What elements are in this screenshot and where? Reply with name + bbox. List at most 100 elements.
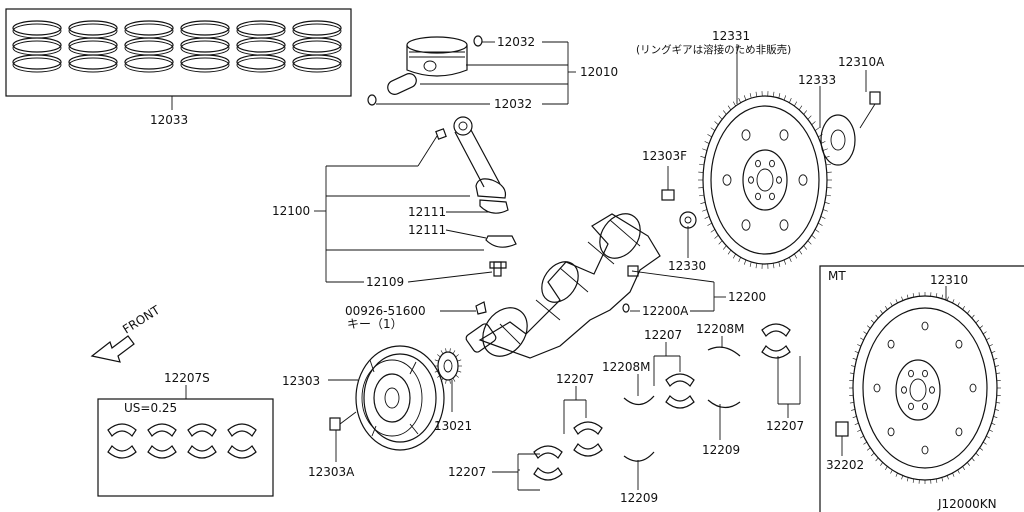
gear-tooth [863,331,867,335]
gear-tooth [957,302,960,307]
gear-tooth [794,101,798,107]
gear-tooth [901,296,904,301]
part-12200A-label: 12200A [642,304,689,318]
gear-tooth [738,98,741,103]
bearing-shell-upper [147,423,177,437]
part-12207-d-label: 12207 [448,465,486,479]
bolt-hole [955,427,963,437]
gear-tooth [994,409,999,411]
gear-tooth [749,93,752,99]
gear-tooth [824,202,830,204]
bolt-hole [741,129,751,141]
bearing-shell-upper [761,323,791,337]
part-12331-label: 12331 [712,29,750,43]
part-32202-label: 32202 [826,458,864,472]
gear-tooth [707,222,712,226]
bolt-hole [887,339,895,349]
gear-tooth [952,299,955,304]
mt-flywheel [849,292,1001,484]
gear-tooth [885,466,888,471]
part-12010-label: 12010 [580,65,618,79]
piston-ring [292,20,342,36]
piston-ring-edge [12,57,62,73]
crankshaft [465,213,661,359]
bearing-shell-lower [147,445,177,459]
gear-tooth [783,259,786,265]
piston-ring [124,37,174,53]
gear-tooth [718,240,723,245]
bolt-hole [922,369,928,378]
piston-ring-edge [12,23,62,39]
gear-tooth [895,299,898,304]
part-12207-c-label: 12207 [766,419,804,433]
gear-tooth [993,416,998,418]
gear-tooth [906,477,909,482]
part-12109-label: 12109 [366,275,404,289]
bolt-hole [955,339,963,349]
piston-ring-edge [180,40,230,56]
gear-tooth [440,377,444,382]
gear-tooth [710,127,716,131]
piston-ring [180,54,230,70]
diagram-code: J12000KN [937,497,997,511]
gear-tooth [935,478,938,483]
gear-tooth [744,259,747,265]
conrod-leaders [314,135,493,283]
bearing-shell-upper [187,423,217,437]
gear-tooth [700,202,706,204]
gear-tooth [860,435,864,439]
gear-tooth [707,134,712,138]
gear-tooth [811,121,816,125]
gear-tooth [457,359,462,362]
gear-tooth [994,365,999,367]
piston-ring [12,20,62,36]
bolt-hole [779,129,789,141]
bolt-hole [748,176,754,184]
gear-tooth [445,379,447,384]
gear-tooth [941,294,944,299]
gear-tooth [822,148,828,151]
piston-leaders [376,41,576,105]
part-12330-label: 12330 [668,259,706,273]
pulley-bolt [329,411,357,431]
bolt-hole [908,369,914,378]
gear-tooth [989,429,993,432]
adapter-plate [820,114,856,166]
piston-ring-edge [292,23,342,39]
piston-ring [12,54,62,70]
part-12209-a-label: 12209 [702,443,740,457]
pulley-leaders [328,379,453,462]
gear-tooth [875,457,879,462]
undersize-bearing-set [97,385,274,497]
piston-ring [236,54,286,70]
bolt-hole [769,192,775,201]
woodruff-key [475,301,487,315]
gear-tooth [449,379,451,384]
piston-ring-edge [236,23,286,39]
gear-tooth [738,257,741,262]
gear-tooth [996,372,1001,374]
piston-ring [292,54,342,70]
part-13021-label: 13021 [434,419,472,433]
gear-tooth [727,105,732,111]
piston-ring-edge [68,57,118,73]
gear-tooth [773,263,775,269]
bearing-shell-lower [761,345,791,359]
gear-tooth [452,350,456,355]
gear-tooth [732,101,736,107]
gear-tooth [811,235,816,239]
part-12033-label: 12033 [150,113,188,127]
gear-tooth [860,337,864,341]
gear-tooth [867,325,871,329]
part-12111-b-label: 12111 [408,223,446,237]
bolt-hole [901,386,907,394]
gear-tooth [906,294,909,299]
gear-tooth [783,95,786,101]
gear-tooth [912,478,915,483]
gear-tooth [983,441,987,445]
part-12208M-b-label: 12208M [696,322,745,336]
gear-tooth [941,477,944,482]
bolt-hole [873,383,881,393]
gear-tooth [895,472,898,477]
main-bearings [533,323,791,481]
